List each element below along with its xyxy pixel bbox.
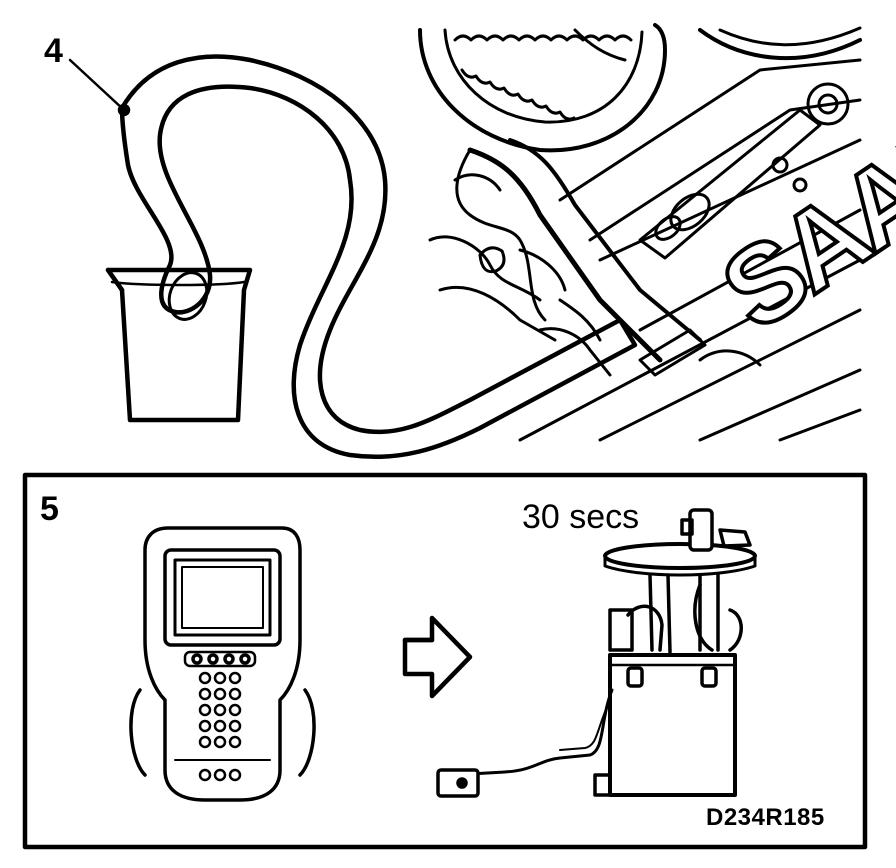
arrow-right-icon [402,615,473,699]
engine-bay-icon [418,23,862,442]
measuring-beaker-icon [105,267,253,423]
duration-label: 30 secs [522,498,640,536]
drain-hose-icon [68,54,638,460]
step-5-label: 5 [40,490,59,528]
step-5-panel [22,472,868,850]
step-4-label: 4 [44,32,63,70]
figure-code: D234R185 [706,804,825,831]
diagnostic-tester-icon [129,526,316,802]
fuel-pump-module-icon [436,508,757,798]
